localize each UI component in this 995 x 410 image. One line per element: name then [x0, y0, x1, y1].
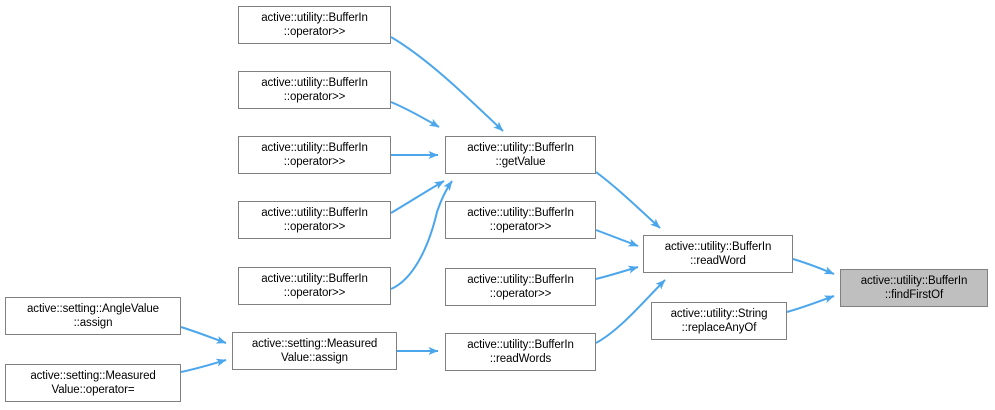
node-bufferin-getvalue[interactable]: active::utility::BufferIn ::getValue — [445, 136, 596, 174]
edge-op6-readword — [595, 229, 639, 247]
edge-op1-getvalue — [390, 36, 504, 132]
edge-angassign-measassign — [180, 326, 227, 344]
node-label: active::utility::BufferIn ::operator>> — [261, 76, 368, 104]
edge-op2-getvalue — [390, 101, 440, 128]
node-label: active::utility::BufferIn ::operator>> — [261, 206, 368, 234]
node-bufferin-readwords[interactable]: active::utility::BufferIn ::readWords — [445, 333, 596, 371]
node-label: active::utility::BufferIn ::operator>> — [261, 141, 368, 169]
node-label: active::utility::String ::replaceAnyOf — [670, 307, 768, 335]
node-measuredvalue-assign[interactable]: active::setting::Measured Value::assign — [232, 332, 397, 370]
edge-measopeq-measassign — [180, 358, 227, 373]
node-label: active::utility::BufferIn ::operator>> — [261, 11, 368, 39]
node-operator-shift-5[interactable]: active::utility::BufferIn ::operator>> — [238, 267, 391, 305]
node-label: active::setting::Measured Value::operato… — [30, 369, 156, 397]
node-operator-shift-2[interactable]: active::utility::BufferIn ::operator>> — [238, 71, 391, 109]
node-bufferin-readword[interactable]: active::utility::BufferIn ::readWord — [643, 235, 793, 273]
node-label: active::utility::BufferIn ::readWords — [467, 338, 574, 366]
node-label: active::utility::BufferIn ::operator>> — [467, 273, 574, 301]
node-label: active::setting::Measured Value::assign — [251, 337, 378, 365]
node-label: active::setting::AngleValue ::assign — [27, 302, 159, 330]
node-operator-shift-1[interactable]: active::utility::BufferIn ::operator>> — [238, 6, 391, 44]
node-bufferin-findfirstof[interactable]: active::utility::BufferIn ::findFirstOf — [840, 269, 988, 307]
node-string-replaceanyof[interactable]: active::utility::String ::replaceAnyOf — [651, 302, 787, 340]
node-label: active::utility::BufferIn ::operator>> — [261, 272, 368, 300]
edge-op5-getvalue — [390, 180, 453, 290]
edge-op4-getvalue — [390, 180, 445, 214]
node-operator-shift-4[interactable]: active::utility::BufferIn ::operator>> — [238, 201, 391, 239]
node-operator-shift-6[interactable]: active::utility::BufferIn ::operator>> — [445, 201, 596, 239]
node-operator-shift-3[interactable]: active::utility::BufferIn ::operator>> — [238, 136, 391, 174]
edge-op7-readword — [595, 265, 639, 280]
edge-readword-findfirst — [792, 258, 835, 275]
node-label: active::utility::BufferIn ::readWord — [664, 240, 772, 268]
edge-replaceany-findfirst — [786, 295, 835, 313]
node-measuredvalue-operator-equals[interactable]: active::setting::Measured Value::operato… — [5, 364, 181, 402]
node-label: active::utility::BufferIn ::operator>> — [467, 206, 574, 234]
node-label: active::utility::BufferIn ::getValue — [467, 141, 574, 169]
edge-getvalue-readword — [595, 171, 661, 229]
node-operator-shift-7[interactable]: active::utility::BufferIn ::operator>> — [445, 268, 596, 306]
node-anglevalue-assign[interactable]: active::setting::AngleValue ::assign — [5, 297, 181, 335]
node-label: active::utility::BufferIn ::findFirstOf — [860, 274, 968, 302]
